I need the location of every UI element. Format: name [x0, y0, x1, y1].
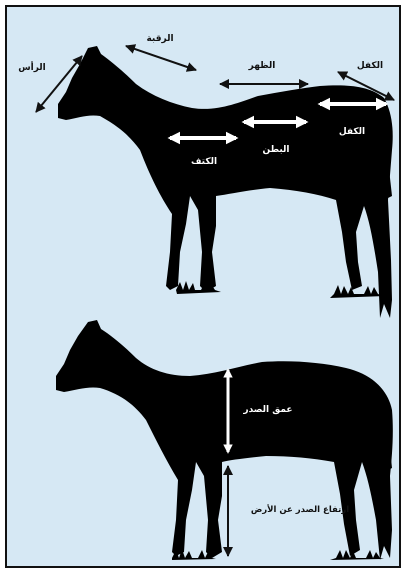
horse-silhouette-top: [58, 46, 393, 318]
label-back: الظهر: [248, 61, 276, 71]
label-croup-top: الكفل: [357, 61, 383, 71]
label-shoulder: الكتف: [191, 157, 217, 167]
label-head: الرأس: [18, 61, 46, 73]
label-croup: الكفل: [339, 127, 365, 137]
label-neck: الرقبة: [146, 34, 173, 44]
label-chest-depth: عمق الصدر: [242, 405, 292, 415]
label-belly: البطن: [262, 145, 289, 155]
label-chest-height: ارتفاع الصدر عن الأرض: [251, 504, 349, 515]
horse-silhouette-bottom: [56, 320, 393, 560]
measure-arrow-neck: [126, 46, 196, 70]
